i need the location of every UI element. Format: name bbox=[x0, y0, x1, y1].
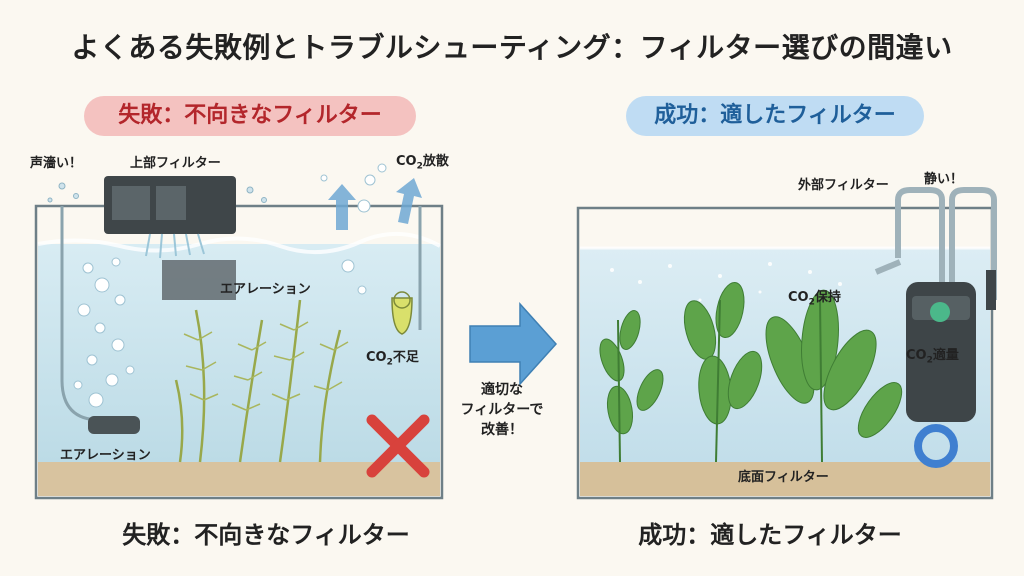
left-tank bbox=[34, 163, 444, 500]
aeration-bottom-label: エアレーション bbox=[60, 448, 151, 463]
quiet-label: 静い！ bbox=[924, 172, 964, 187]
success-banner: 成功：適したフィルター bbox=[626, 96, 924, 136]
page-title: よくある失敗例とトラブルシューティング：フィルター選びの間違い bbox=[71, 31, 953, 64]
bottom-filter-label: 底面フィルター bbox=[738, 470, 829, 485]
co2-release-label: CO2放散 bbox=[396, 154, 449, 172]
external-filter-label: 外部フィルター bbox=[798, 178, 889, 193]
top-filter-label: 上部フィルター bbox=[130, 156, 221, 171]
improvement-arrow-icon bbox=[469, 302, 558, 386]
co2-ok-label: CO2適量 bbox=[906, 348, 959, 366]
filter-media-ring-icon bbox=[914, 424, 958, 468]
improvement-line-3: 改善！ bbox=[481, 422, 523, 438]
co2-keep-label: CO2保持 bbox=[788, 290, 841, 308]
right-tank bbox=[576, 187, 997, 500]
external-filter-icon bbox=[874, 187, 997, 422]
co2-checker-icon bbox=[391, 291, 413, 335]
improvement-note: 適切な フィルターで 改善！ bbox=[446, 380, 558, 440]
bubble-column bbox=[73, 257, 135, 408]
fail-cross-icon bbox=[366, 414, 430, 478]
noise-label: 声濇い！ bbox=[30, 156, 83, 171]
sparse-plants bbox=[174, 299, 342, 463]
co2-short-label: CO2不足 bbox=[366, 350, 419, 368]
fail-banner: 失敗：不向きなフィルター bbox=[84, 96, 416, 136]
success-caption: 成功：適したフィルター bbox=[638, 521, 902, 549]
air-stone-icon bbox=[88, 416, 140, 434]
top-filter-icon bbox=[104, 176, 236, 300]
lush-plants bbox=[599, 281, 903, 438]
improvement-line-1: 適切な bbox=[481, 382, 523, 398]
fail-caption: 失敗：不向きなフィルター bbox=[122, 521, 410, 549]
co2-release-arrows bbox=[328, 178, 422, 230]
aeration-middle-label: エアレーション bbox=[220, 282, 311, 297]
improvement-line-2: フィルターで bbox=[460, 402, 544, 418]
